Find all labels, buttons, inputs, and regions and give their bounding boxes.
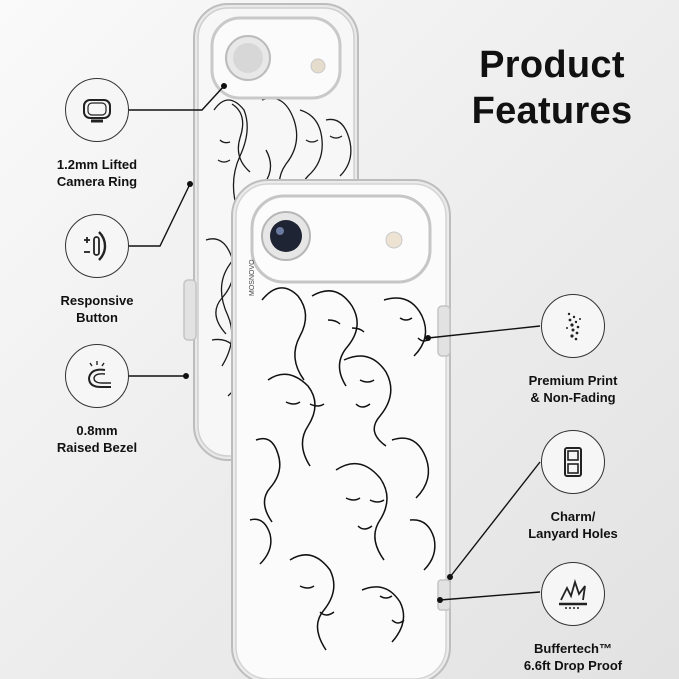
raised-bezel-icon [65, 344, 129, 408]
callout-line-lanyard [449, 461, 541, 578]
feature-responsive-button-label: Responsive Button [60, 293, 134, 325]
feature-camera-ring-label: 1.2mm Lifted Camera Ring [56, 157, 138, 189]
print-dots-icon [541, 294, 605, 358]
feature-raised-bezel: 0.8mm Raised Bezel [22, 344, 172, 456]
title-line-1: Product [479, 44, 625, 86]
callout-line-camera-ring [128, 85, 225, 111]
feature-lanyard-holes: Charm/ Lanyard Holes [498, 430, 648, 542]
front-phone-case: MOSNOVO [231, 179, 451, 679]
callout-line-drop [439, 591, 541, 601]
feature-raised-bezel-label: 0.8mm Raised Bezel [56, 423, 138, 455]
responsive-button-icon [65, 214, 129, 278]
feature-drop-proof: Buffertech™ 6.6ft Drop Proof [498, 562, 648, 674]
lanyard-hole-icon [541, 430, 605, 494]
callout-lines [124, 85, 541, 601]
case-brand-text: MOSNOVO [249, 259, 256, 296]
callout-line-print [427, 325, 541, 339]
feature-lanyard-holes-label: Charm/ Lanyard Holes [528, 509, 618, 541]
page-title: Product Features [452, 42, 652, 134]
title-line-2: Features [471, 90, 633, 132]
lifted-camera-ring-icon [65, 78, 129, 142]
feature-drop-proof-label: Buffertech™ 6.6ft Drop Proof [523, 641, 623, 673]
drop-impact-icon [541, 562, 605, 626]
feature-camera-ring: 1.2mm Lifted Camera Ring [22, 78, 172, 190]
callout-line-button [128, 183, 191, 247]
feature-premium-print-label: Premium Print & Non-Fading [528, 373, 618, 405]
feature-premium-print: Premium Print & Non-Fading [498, 294, 648, 406]
feature-responsive-button: Responsive Button [22, 214, 172, 326]
front-line-art-pattern [249, 287, 436, 651]
